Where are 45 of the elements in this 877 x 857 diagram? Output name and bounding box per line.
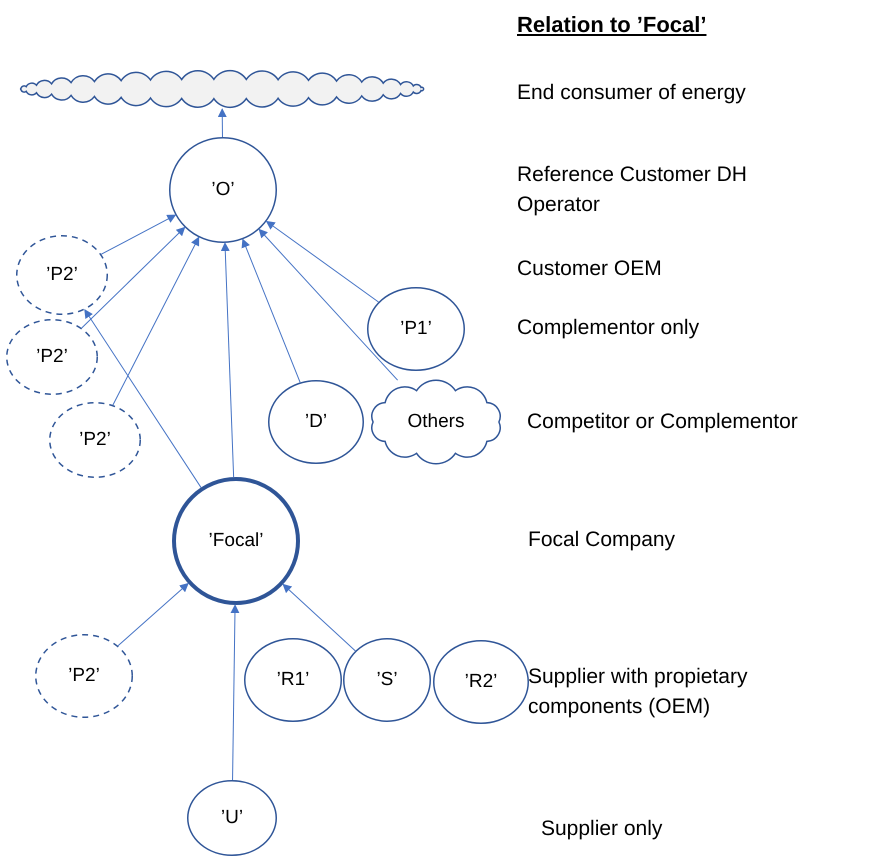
- ellipse-node: [47, 400, 143, 480]
- node-label: ’U’: [220, 806, 244, 830]
- arrow: [258, 228, 398, 381]
- node-label: ’P2’: [68, 664, 100, 688]
- ellipse-node: [365, 285, 467, 373]
- node-label: ’Focal’: [208, 529, 264, 553]
- arrow: [242, 238, 301, 383]
- relation-label: Customer OEM: [517, 256, 663, 282]
- node-label: ’R1’: [276, 668, 310, 692]
- node-label: ’P2’: [36, 345, 68, 369]
- arrow: [218, 108, 227, 138]
- relation-label: Competitor or Complementor: [527, 409, 799, 435]
- ellipse-node: [266, 378, 366, 466]
- relation-label: Supplier with propietary components (OEM): [528, 664, 748, 720]
- node-label: ’R2’: [464, 670, 498, 694]
- arrow: [84, 309, 202, 488]
- ellipse-node: [242, 636, 344, 724]
- arrow: [266, 220, 379, 302]
- node-label: ’S’: [376, 668, 398, 692]
- arrow: [118, 582, 189, 646]
- arrow: [81, 226, 186, 328]
- ellipse-node: [170, 475, 302, 607]
- node-label: ’P1’: [400, 317, 432, 341]
- arrow: [112, 236, 200, 406]
- ellipse-node: [33, 632, 135, 720]
- ellipse-node: [4, 317, 100, 397]
- arrow: [230, 604, 240, 780]
- node-label: Others: [407, 410, 465, 434]
- arrow: [220, 242, 234, 478]
- relation-label: Reference Customer DH Operator: [517, 162, 748, 218]
- ellipse-node: [341, 636, 433, 724]
- relation-label: Supplier only: [541, 816, 664, 842]
- arrow: [100, 214, 176, 255]
- node-label: ’P2’: [79, 428, 111, 452]
- heading: Relation to ’Focal’: [517, 11, 706, 39]
- relation-label: End consumer of energy: [517, 80, 747, 106]
- arrow: [282, 584, 356, 652]
- relation-label: Focal Company: [528, 527, 676, 553]
- node-label: ’D’: [304, 410, 328, 434]
- relation-label: Complementor only: [517, 315, 700, 341]
- ellipse-node: [185, 778, 279, 857]
- ellipse-node: [167, 135, 279, 245]
- node-label: ’O’: [211, 178, 235, 202]
- ellipse-node: [14, 233, 110, 317]
- node-label: ’P2’: [46, 263, 78, 287]
